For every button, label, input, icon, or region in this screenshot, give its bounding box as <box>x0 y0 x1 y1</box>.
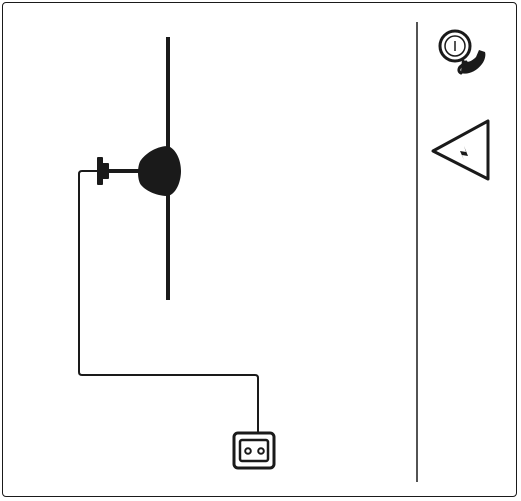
electrical-hazard-warning-icon <box>433 121 488 179</box>
antenna-connector <box>97 157 109 185</box>
dish-antenna <box>138 146 181 196</box>
rotating-phone-icon <box>440 31 485 74</box>
wall-socket <box>234 433 274 468</box>
